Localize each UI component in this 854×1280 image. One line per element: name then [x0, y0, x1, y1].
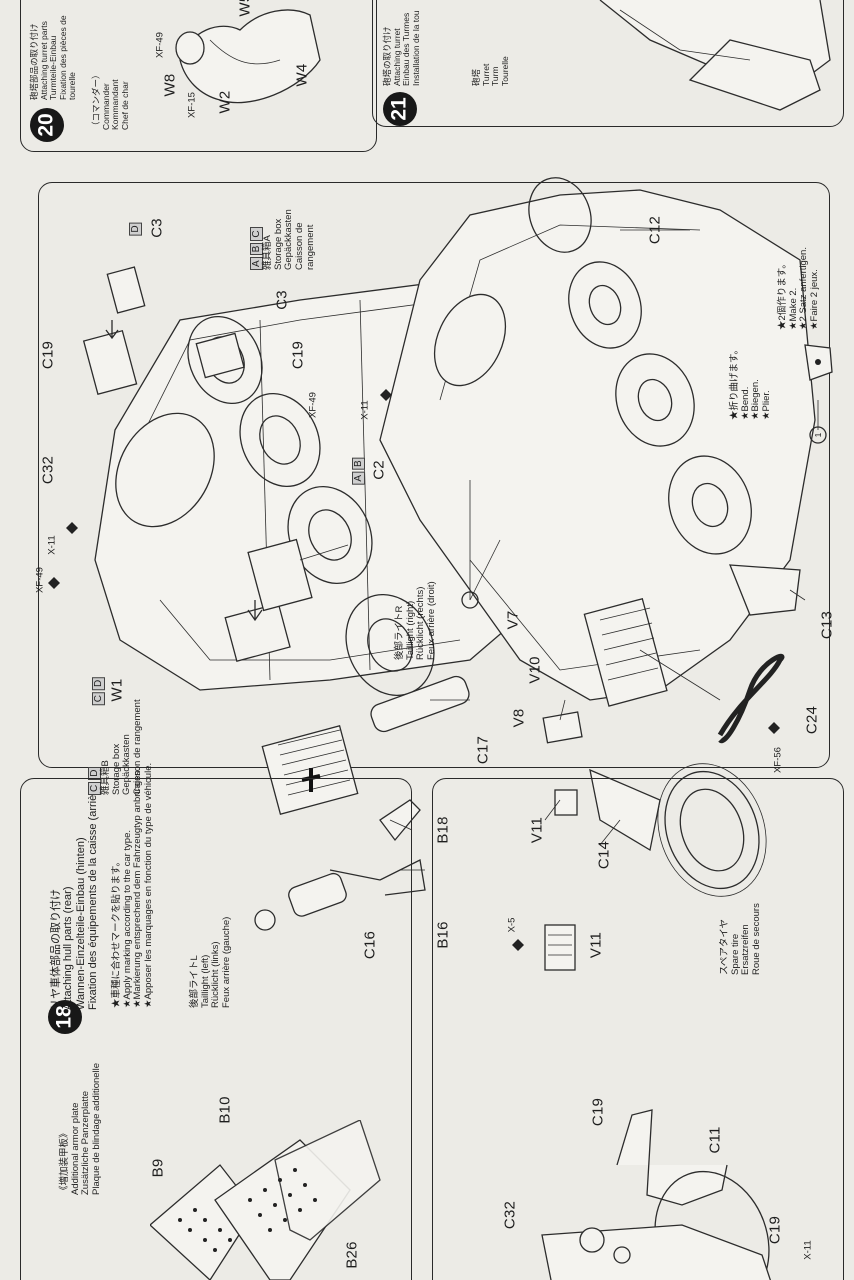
step-21-title-fr: Installation de la tou	[410, 10, 421, 86]
armor-plates-drawing	[150, 1120, 381, 1280]
step-20-number: 20	[30, 108, 64, 142]
part-w8: W8	[161, 73, 179, 97]
taillight-right-label: 後部ライトR Taillight (right) Rücklicht (rech…	[394, 581, 438, 660]
part-c13: C13	[818, 610, 836, 640]
step-19-heading-fr: Plaque de blindage additionelle	[90, 1062, 102, 1195]
part-c12: C12	[646, 215, 664, 245]
bend-circle-number: 1	[813, 432, 823, 438]
part-c24: C24	[803, 705, 821, 735]
part-c32-step17: C32	[501, 1200, 519, 1230]
c2-letter-b: B	[352, 457, 365, 470]
make-2-note: ★2個作ります。 ★Make 2. ★2 Satz anfertigen. ★F…	[777, 247, 821, 330]
commander-fr: Chef de char	[119, 81, 130, 130]
part-xf49-b: XF-49	[307, 392, 319, 418]
step-20-box	[20, 0, 377, 152]
part-c32: C32	[39, 455, 57, 485]
part-x11-b: X-11	[359, 400, 371, 420]
part-c17: C17	[474, 735, 492, 765]
step-19-heading: 《増加装甲板》 Additional armor plate Zusätzlic…	[59, 1062, 103, 1195]
part-w1: W1	[108, 678, 126, 702]
part-b10: B10	[216, 1096, 234, 1124]
c2-letter-a: A	[352, 472, 365, 485]
c3-letter-d: D	[125, 220, 143, 236]
step-21-number: 21	[383, 92, 417, 126]
make2-fr: ★Faire 2 jeux.	[808, 269, 820, 330]
part-c19-a: C19	[39, 340, 57, 370]
part-x11-step17: X-11	[802, 1240, 814, 1260]
step-18-number: 18	[48, 1000, 82, 1034]
part-w4: W4	[293, 63, 311, 87]
c2-letters: AB	[348, 455, 366, 485]
part-c3-b: C3	[148, 218, 166, 238]
part-v10: V10	[526, 656, 544, 684]
commander-label: （コマンダー） Commander Kommandant Chef de cha…	[91, 70, 130, 130]
turret-fr: Tourelle	[499, 56, 510, 86]
taillight-right-fr: Feux arrière (droit)	[425, 581, 437, 660]
w1-letter-d: D	[92, 676, 105, 690]
part-xf49-step20: XF-49	[154, 32, 166, 58]
part-c3-a: C3	[273, 290, 291, 310]
part-c19-step17-b: C19	[766, 1215, 784, 1245]
bend-fr: ★Plier.	[760, 390, 772, 420]
part-xf15: XF-15	[186, 92, 198, 118]
c3-letter-d-pill: D	[129, 222, 142, 236]
part-w2: W2	[216, 90, 234, 114]
part-v8: V8	[510, 708, 528, 728]
step-20-title-fr2: tourelle	[67, 72, 78, 100]
part-c19-b: C19	[289, 340, 307, 370]
step-21-box	[372, 0, 844, 127]
part-w5: W5	[236, 0, 254, 17]
step-20-title: 砲塔部品の取り付け Attaching turret parts Turmtei…	[29, 15, 78, 100]
turret-drawing	[599, 0, 831, 111]
bend-note: ★折り曲げます。 ★Bend. ★Biegen. ★Plier.	[729, 345, 773, 420]
w1-letters: CD	[88, 675, 106, 706]
step-18-box	[38, 182, 830, 768]
part-c19-step17-a: C19	[589, 1097, 607, 1127]
step-17-box	[432, 778, 844, 1280]
step-17-drawing	[541, 1109, 772, 1280]
commander-figure	[175, 9, 321, 104]
storage-box-a-label: ABC 雑具箱A Storage box Gepäckkasten Caisso…	[250, 209, 316, 270]
step-21-title: 砲塔の取り付け Attaching turret Einbau des Turm…	[382, 10, 421, 86]
part-x11-a: X-11	[46, 535, 58, 555]
part-b9: B9	[149, 1158, 167, 1178]
part-v7: V7	[504, 610, 522, 630]
part-c11: C11	[706, 1126, 724, 1154]
part-b26: B26	[343, 1241, 361, 1269]
part-xf56: XF-56	[772, 747, 784, 773]
w1-letter-c: C	[92, 692, 105, 706]
part-c2: C2	[370, 460, 388, 480]
storage-a-fr2: rangement	[304, 224, 316, 270]
part-xf49-a: XF-49	[34, 567, 46, 593]
turret-label: 砲塔 Turret Turm Tourelle	[471, 56, 510, 86]
step-19-box	[20, 778, 412, 1280]
